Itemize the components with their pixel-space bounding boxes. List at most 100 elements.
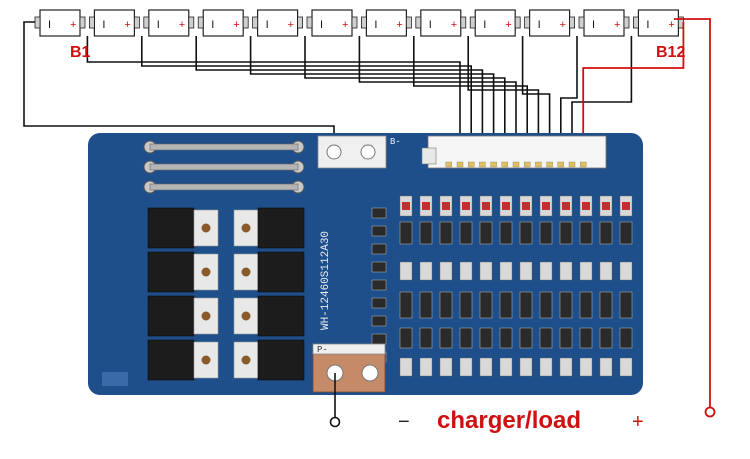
cell-positive-mark: + [124, 19, 130, 31]
smd-component [559, 261, 573, 281]
cell-negative-mark: I [538, 19, 541, 31]
cell-positive-mark: + [614, 19, 620, 31]
mosfet-right-1 [257, 207, 305, 249]
smd-component [499, 291, 513, 319]
negative-output-terminal[interactable] [329, 416, 341, 428]
smd-component [619, 327, 633, 349]
cell-body [637, 9, 680, 37]
cell-negative-mark: I [646, 19, 649, 31]
smd-component [559, 327, 573, 349]
smd-component [579, 357, 593, 377]
cell-neg-tab [469, 16, 476, 29]
positive-output-terminal[interactable] [704, 406, 716, 418]
mosfet-right-3 [257, 295, 305, 337]
connector-pin [512, 161, 520, 168]
smd-component [579, 261, 593, 281]
cell-pos-tab [79, 16, 86, 29]
smd-component [499, 327, 513, 349]
cell-positive-mark: + [505, 19, 511, 31]
barcode-sticker [102, 372, 128, 386]
mosfet-hole [241, 355, 251, 365]
smd-component [371, 279, 387, 291]
smd-component [479, 357, 493, 377]
smd-component [599, 327, 613, 349]
smd-component [459, 261, 473, 281]
smd-component [559, 221, 573, 245]
balance-wire-b0 [23, 21, 335, 152]
smd-component [499, 261, 513, 281]
smd-component [419, 291, 433, 319]
output-minus-label: − [398, 411, 410, 433]
cell-negative-mark: I [48, 19, 51, 31]
smd-component [371, 261, 387, 273]
battery-cell-11: I+ [578, 9, 630, 37]
smd-component [539, 221, 553, 245]
cell-negative-mark: I [429, 19, 432, 31]
current-sense-resistors [143, 140, 305, 194]
balance-connector[interactable] [421, 135, 607, 169]
cell-pos-tab [514, 16, 521, 29]
cell-negative-mark: I [102, 19, 105, 31]
mosfet-left-2 [147, 251, 195, 293]
connector-pin [501, 161, 508, 168]
smd-led [542, 202, 550, 210]
smd-component [439, 261, 453, 281]
balance-wire-b10 [560, 36, 578, 150]
mosfet-hole [201, 311, 211, 321]
balance-wire-b7 [413, 36, 528, 150]
smd-component [479, 327, 493, 349]
mosfet-left-3 [147, 295, 195, 337]
smd-component [371, 243, 387, 255]
battery-cell-9: I+ [469, 9, 521, 37]
connector-pin [568, 161, 576, 168]
cell-pos-tab [623, 16, 630, 29]
smd-component [619, 357, 633, 377]
bms-pcb-board: B- WH-12460S112A30 P- [88, 133, 643, 395]
cell-positive-mark: + [233, 19, 239, 31]
battery-cell-8: I+ [415, 9, 467, 37]
mosfet-hole [241, 267, 251, 277]
smd-component [579, 221, 593, 245]
positive-output-wire [674, 18, 711, 408]
cell-negative-mark: I [211, 19, 214, 31]
smd-component [579, 327, 593, 349]
balance-wire-b8 [467, 36, 540, 150]
smd-led [502, 202, 510, 210]
cell-neg-tab [252, 16, 259, 29]
smd-component [539, 261, 553, 281]
p-minus-screw-hole-2 [361, 364, 379, 382]
smd-component [499, 221, 513, 245]
cell-pos-tab [188, 16, 195, 29]
smd-component [399, 221, 413, 245]
cell-negative-mark: I [374, 19, 377, 31]
cell-positive-mark: + [288, 19, 294, 31]
cell-body [148, 9, 190, 37]
cell-neg-tab [143, 16, 150, 29]
b-minus-terminal[interactable]: B- [317, 135, 401, 169]
balance-wire-b2 [141, 36, 472, 150]
cell-pos-tab [297, 16, 304, 29]
cell-pos-tab [405, 16, 412, 29]
connector-pin [490, 161, 497, 168]
battery-cell-3: I+ [143, 9, 195, 37]
cell-neg-tab [578, 16, 585, 29]
battery-cell-2: I+ [89, 9, 140, 37]
smd-component [619, 261, 633, 281]
balance-wire-b3 [195, 36, 484, 150]
p-minus-terminal[interactable]: P- [312, 343, 386, 393]
battery-cell-12: I+ [633, 9, 684, 37]
smd-component [599, 291, 613, 319]
p-minus-silk-label: P- [317, 345, 328, 355]
battery-cell-7: I+ [360, 9, 412, 37]
smd-component [539, 291, 553, 319]
balance-wire-b1 [86, 36, 461, 150]
smd-component [371, 333, 387, 345]
balance-wire-harness [23, 21, 685, 152]
balance-wire-b9 [521, 36, 551, 150]
battery-cell-1: I+ [34, 9, 86, 37]
battery-cell-6: I+ [306, 9, 358, 37]
smd-component [479, 261, 493, 281]
smd-component [479, 291, 493, 319]
cell-positive-mark: + [668, 19, 674, 31]
